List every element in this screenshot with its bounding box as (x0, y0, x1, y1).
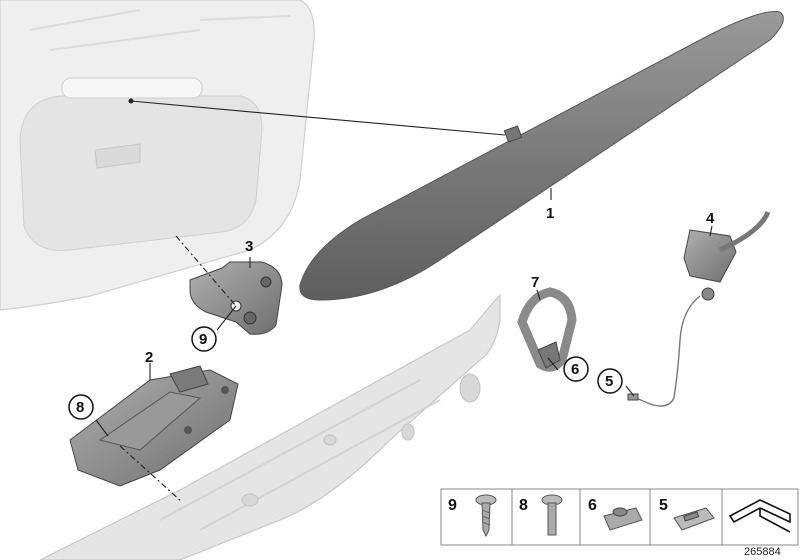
callout-9: 9 (199, 331, 207, 348)
callout-4: 4 (706, 210, 715, 227)
callout-6: 6 (571, 361, 579, 378)
legend-label-6: 6 (588, 497, 597, 514)
leader-lines (95, 100, 713, 503)
flange-bolt-icon (541, 494, 563, 536)
parts-legend: 9 8 6 5 (440, 488, 799, 546)
callout-8: 8 (76, 399, 84, 416)
callout-8-circle (68, 394, 94, 420)
torx-screw-icon (475, 494, 497, 538)
callout-6-circle (563, 356, 589, 382)
callout-5-circle (597, 368, 623, 394)
tailgate-panel (0, 0, 315, 311)
legend-label-5: 5 (659, 497, 668, 514)
callout-2: 2 (145, 349, 153, 366)
body-frame (39, 293, 501, 560)
legend-label-8: 8 (519, 497, 528, 514)
switch-module-part-4 (627, 210, 771, 407)
drawing-number: 265884 (744, 546, 781, 558)
callout-1: 1 (546, 205, 554, 222)
legend-label-9: 9 (448, 497, 457, 514)
callout-5: 5 (605, 373, 613, 390)
retainer-clip-icon (673, 507, 715, 531)
callout-3: 3 (245, 238, 253, 255)
clip-nut-icon (603, 507, 643, 531)
callout-labels: 1 2 3 4 5 6 7 8 9 (68, 205, 715, 420)
grip-handle-part-7 (517, 287, 577, 372)
callout-7: 7 (531, 274, 539, 291)
lock-actuator-part-2 (69, 365, 239, 487)
callout-9-circle (191, 326, 217, 352)
bracket-profile-icon (728, 499, 791, 533)
handle-bar-part-1 (299, 11, 784, 301)
bracket-part-3 (189, 261, 283, 335)
